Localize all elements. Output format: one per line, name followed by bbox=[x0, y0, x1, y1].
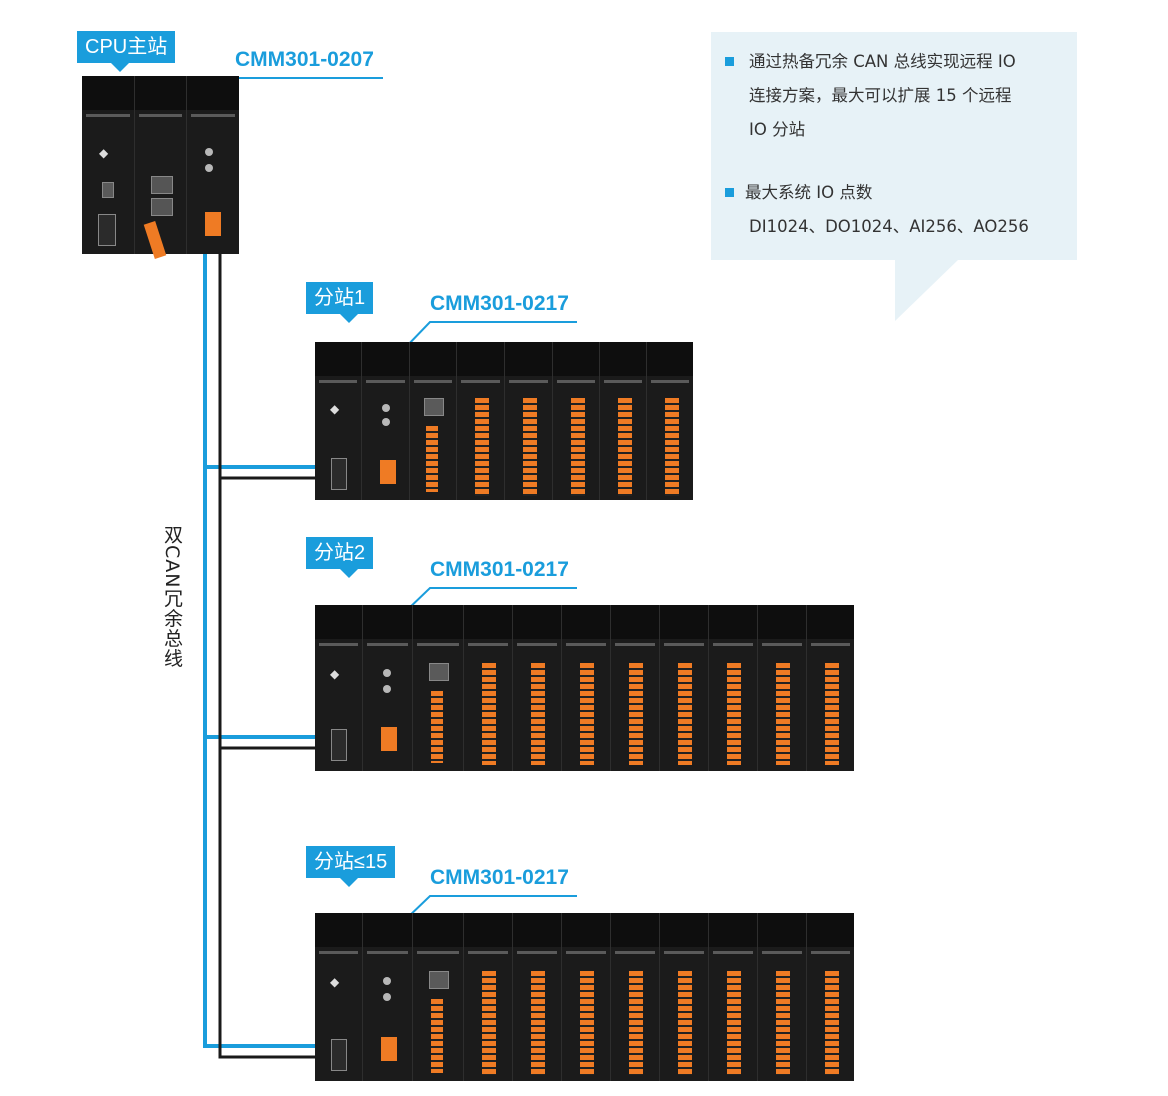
brand-logo-icon: ◆ bbox=[330, 402, 340, 416]
brand-logo-icon: ◆ bbox=[330, 667, 340, 681]
io-module bbox=[505, 342, 553, 500]
io-module bbox=[553, 342, 600, 500]
sub15-station-tag: 分站≤15 bbox=[306, 846, 396, 887]
power-module: ◆ bbox=[315, 605, 363, 771]
bullet-square-icon bbox=[725, 188, 734, 197]
cpu-comm-module bbox=[410, 342, 457, 500]
io-module bbox=[513, 605, 562, 771]
info-bullet-1-line-3: IO 分站 bbox=[749, 120, 806, 139]
info-callout-pointer bbox=[895, 259, 959, 321]
leader-line-sub1 bbox=[404, 321, 577, 349]
io-module bbox=[457, 342, 505, 500]
sub2-comm-model-label: CMM301-0217 bbox=[430, 558, 569, 581]
cpu-comm-model-label: CMM301-0207 bbox=[235, 48, 374, 71]
sub15-station-rack: ◆ bbox=[315, 913, 854, 1081]
io-module bbox=[611, 913, 660, 1081]
info-callout bbox=[711, 32, 1077, 260]
power-module: ◆ bbox=[315, 913, 363, 1081]
cpu-station-rack: ◆ bbox=[82, 76, 239, 259]
io-module bbox=[464, 913, 513, 1081]
cpu-module bbox=[135, 76, 187, 259]
io-module bbox=[600, 342, 647, 500]
io-module bbox=[758, 913, 807, 1081]
io-module bbox=[709, 605, 758, 771]
sub2-station-tag: 分站2 bbox=[306, 537, 374, 578]
power-module: ◆ bbox=[315, 342, 362, 500]
io-module bbox=[807, 605, 854, 771]
io-module bbox=[464, 605, 513, 771]
cmm301-0217-module bbox=[362, 342, 410, 500]
bus-label: 双CAN冗余总线 bbox=[161, 525, 183, 669]
io-module bbox=[611, 605, 660, 771]
sub1-comm-model-label: CMM301-0217 bbox=[430, 292, 569, 315]
cpu-station-tag: CPU主站 bbox=[77, 31, 176, 72]
power-module: ◆ bbox=[82, 76, 135, 254]
io-module bbox=[758, 605, 807, 771]
info-bullet-2: 最大系统 IO 点数 DI1024、DO1024、AI256、AO256 bbox=[725, 176, 1029, 244]
info-bullet-1-line-2: 连接方案，最大可以扩展 15 个远程 bbox=[749, 86, 1012, 105]
cmm301-0217-module bbox=[363, 605, 413, 771]
cmm301-0217-module bbox=[363, 913, 413, 1081]
info-bullet-2-title: 最大系统 IO 点数 bbox=[745, 183, 873, 202]
info-bullet-1: 通过热备冗余 CAN 总线实现远程 IO 连接方案，最大可以扩展 15 个远程 … bbox=[725, 45, 1016, 147]
sub2-station-rack: ◆ bbox=[315, 605, 854, 771]
info-bullet-1-line-1: 通过热备冗余 CAN 总线实现远程 IO bbox=[749, 52, 1016, 71]
io-module bbox=[807, 913, 854, 1081]
sub1-station-tag: 分站1 bbox=[306, 282, 374, 323]
bullet-square-icon bbox=[725, 57, 734, 66]
io-module bbox=[562, 605, 611, 771]
brand-logo-icon: ◆ bbox=[330, 975, 340, 989]
leader-line-sub15 bbox=[404, 895, 577, 921]
info-bullet-2-value: DI1024、DO1024、AI256、AO256 bbox=[749, 217, 1029, 236]
io-module bbox=[709, 913, 758, 1081]
io-module bbox=[647, 342, 693, 500]
io-module bbox=[660, 605, 709, 771]
cpu-comm-module bbox=[413, 605, 464, 771]
cmm301-0207-module bbox=[187, 76, 239, 254]
cpu-comm-module bbox=[413, 913, 464, 1081]
sub15-comm-model-label: CMM301-0217 bbox=[430, 866, 569, 889]
io-module bbox=[562, 913, 611, 1081]
sub1-station-rack: ◆ bbox=[315, 342, 693, 500]
brand-logo-icon: ◆ bbox=[99, 146, 109, 160]
io-module bbox=[513, 913, 562, 1081]
leader-line-sub2 bbox=[404, 587, 577, 613]
io-module bbox=[660, 913, 709, 1081]
